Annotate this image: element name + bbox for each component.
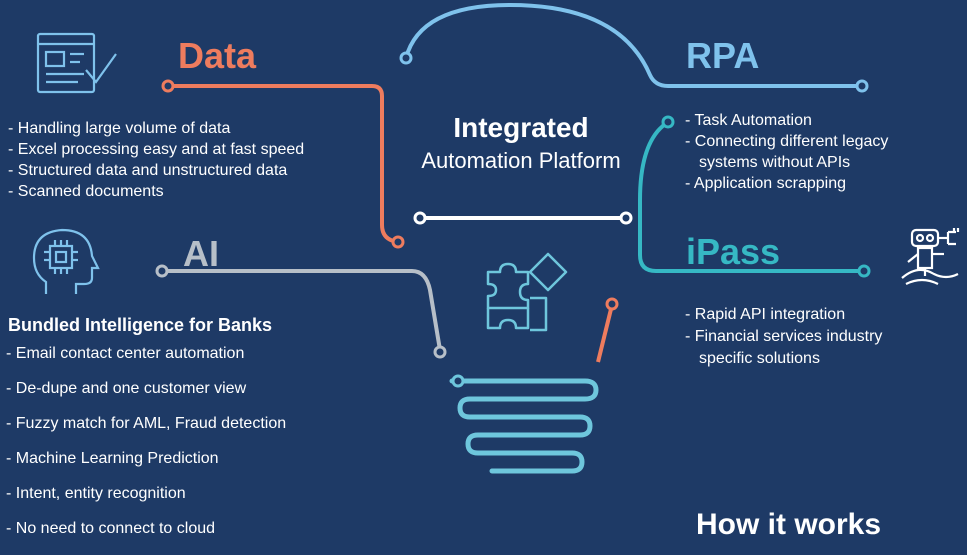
rpa-heading: RPA — [686, 35, 760, 76]
center-title: Integrated Automation Platform — [386, 112, 656, 174]
data-connector-line — [168, 84, 399, 244]
ipass-connector-start — [661, 115, 675, 129]
list-item: - Application scrapping — [685, 175, 846, 192]
ipass-list: - Rapid API integration - Financial serv… — [685, 304, 882, 370]
how-it-works-title: How it works — [696, 508, 882, 541]
list-item: specific solutions — [699, 350, 820, 367]
ai-head-icon — [32, 228, 100, 294]
list-item: - Rapid API integration — [685, 306, 846, 323]
list-item: - Handling large volume of data — [8, 120, 231, 137]
list-item: - No need to connect to cloud — [6, 520, 216, 537]
center-connector-start — [413, 211, 427, 225]
data-heading: Data — [178, 35, 257, 76]
bulb-base-coil — [449, 378, 599, 474]
ai-connector-end — [433, 345, 447, 359]
ipass-connector-line — [638, 120, 864, 273]
rpa-connector-start — [399, 51, 413, 65]
center-title-line2: Automation Platform — [421, 148, 621, 173]
center-title-line1: Integrated — [453, 112, 589, 143]
list-item: - Fuzzy match for AML, Fraud detection — [6, 415, 287, 432]
ai-connector-line — [162, 269, 442, 351]
list-item: - Intent, entity recognition — [6, 485, 186, 502]
data-connector-start — [161, 79, 175, 93]
ipass-connector-end — [857, 264, 871, 278]
list-item: - Financial services industry — [685, 328, 883, 345]
list-item: - Machine Learning Prediction — [6, 450, 219, 467]
ai-heading: AI — [183, 233, 219, 274]
list-item: - Task Automation — [685, 112, 812, 129]
ai-list: - Email contact center automation - De-d… — [6, 345, 286, 555]
list-item: - Excel processing easy and at fast spee… — [8, 141, 305, 158]
list-item: - Connecting different legacy — [685, 133, 889, 150]
bulb-coil-start — [451, 374, 465, 388]
ipass-heading: iPass — [686, 231, 781, 272]
document-check-icon — [36, 32, 117, 94]
list-item: systems without APIs — [699, 154, 851, 171]
rpa-connector-line — [404, 2, 862, 88]
robot-icon — [901, 228, 960, 285]
list-item: - Scanned documents — [8, 183, 164, 200]
bulb-right-connector-end — [605, 297, 619, 311]
data-list: - Handling large volume of data - Excel … — [8, 118, 304, 202]
bulb-right-connector — [596, 304, 614, 363]
lightbulb-diagram — [155, 2, 871, 474]
rpa-connector-end — [855, 79, 869, 93]
list-item: - De-dupe and one customer view — [6, 380, 247, 397]
list-item: - Structured data and unstructured data — [8, 162, 288, 179]
data-connector-end — [391, 235, 405, 249]
rpa-list: - Task Automation - Connecting different… — [685, 110, 888, 194]
ai-connector-start — [155, 264, 169, 278]
center-connector-end — [619, 211, 633, 225]
ai-title: Bundled Intelligence for Banks — [8, 315, 273, 335]
puzzle-icon — [486, 252, 568, 332]
list-item: - Email contact center automation — [6, 345, 245, 362]
